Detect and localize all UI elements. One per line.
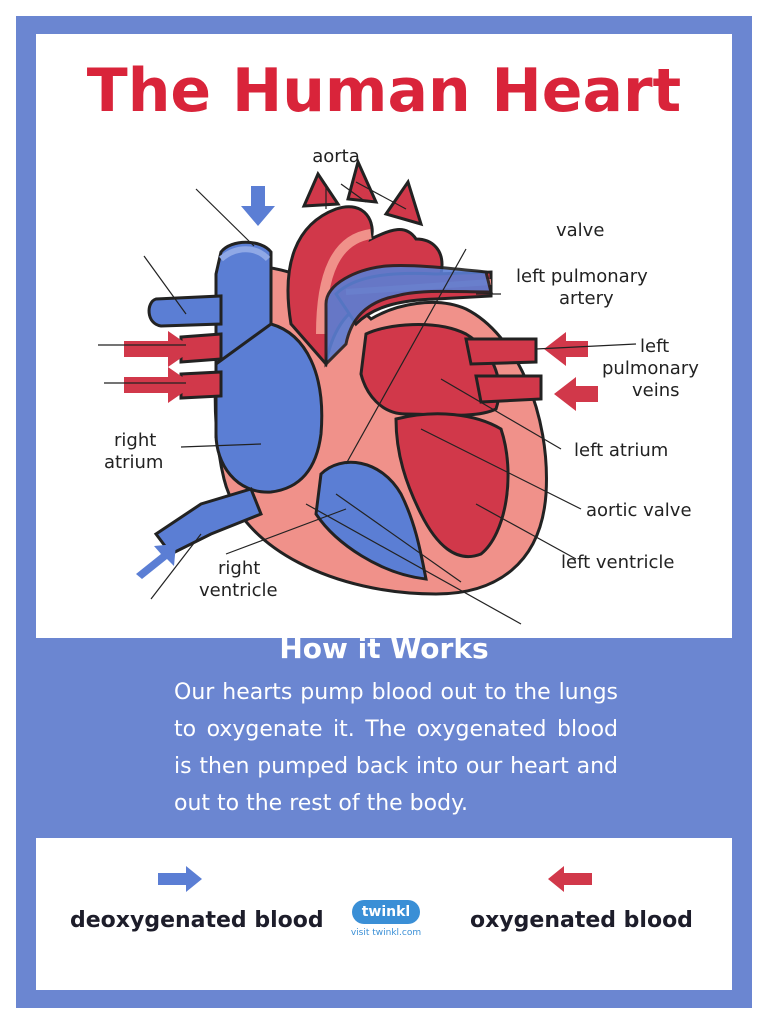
label-left-pulmonary-artery-line2: artery	[559, 288, 614, 309]
poster-frame: The Human Heart	[16, 16, 752, 1008]
logo-url: visit twinkl.com	[350, 928, 422, 938]
twinkl-logo[interactable]: twinkl visit twinkl.com	[346, 900, 426, 938]
leader-lines	[98, 181, 637, 625]
arrow-diagonal-blue-icon	[136, 544, 176, 579]
label-left-pulmonary-veins-line2: pulmonary	[602, 358, 699, 379]
arrow-left-red-icon	[544, 332, 598, 411]
how-it-works-heading: How it Works	[279, 632, 489, 665]
label-left-ventricle: left ventricle	[561, 552, 674, 573]
label-aortic-valve: aortic valve	[586, 500, 692, 521]
label-left-pulmonary-veins-line1: left	[640, 336, 669, 357]
label-right-ventricle-line2: ventricle	[199, 580, 278, 601]
label-right-atrium-line1: right	[114, 430, 156, 451]
label-left-pulmonary-veins-line3: veins	[632, 380, 680, 401]
how-it-works-body: Our hearts pump blood out to the lungs t…	[174, 680, 618, 816]
heart-diagram: aorta valve left pulmonary artery left p…	[98, 146, 699, 625]
legend-panel: deoxygenated blood twinkl visit twinkl.c…	[36, 838, 732, 990]
page-title: The Human Heart	[86, 56, 682, 126]
label-right-ventricle-line1: right	[218, 558, 260, 579]
arrow-right-blue-icon	[158, 866, 202, 892]
arrow-right-red-icon	[124, 331, 194, 403]
left-ventricle	[394, 412, 510, 559]
label-aorta: aorta	[312, 146, 360, 167]
logo-name: twinkl	[351, 900, 421, 924]
diagram-panel: The Human Heart	[36, 34, 732, 638]
label-left-atrium: left atrium	[574, 440, 668, 461]
legend-deoxygenated: deoxygenated blood	[70, 908, 324, 933]
legend-oxygenated: oxygenated blood	[470, 908, 693, 933]
label-right-atrium-line2: atrium	[104, 452, 163, 473]
label-left-pulmonary-artery-line1: left pulmonary	[516, 266, 648, 287]
right-ventricle	[314, 460, 428, 581]
label-valve: valve	[556, 220, 604, 241]
arrow-down-blue-icon	[241, 186, 275, 226]
right-atrium	[214, 322, 324, 494]
inferior-vena-cava	[153, 487, 263, 556]
arrow-left-red-legend-icon	[548, 866, 592, 892]
